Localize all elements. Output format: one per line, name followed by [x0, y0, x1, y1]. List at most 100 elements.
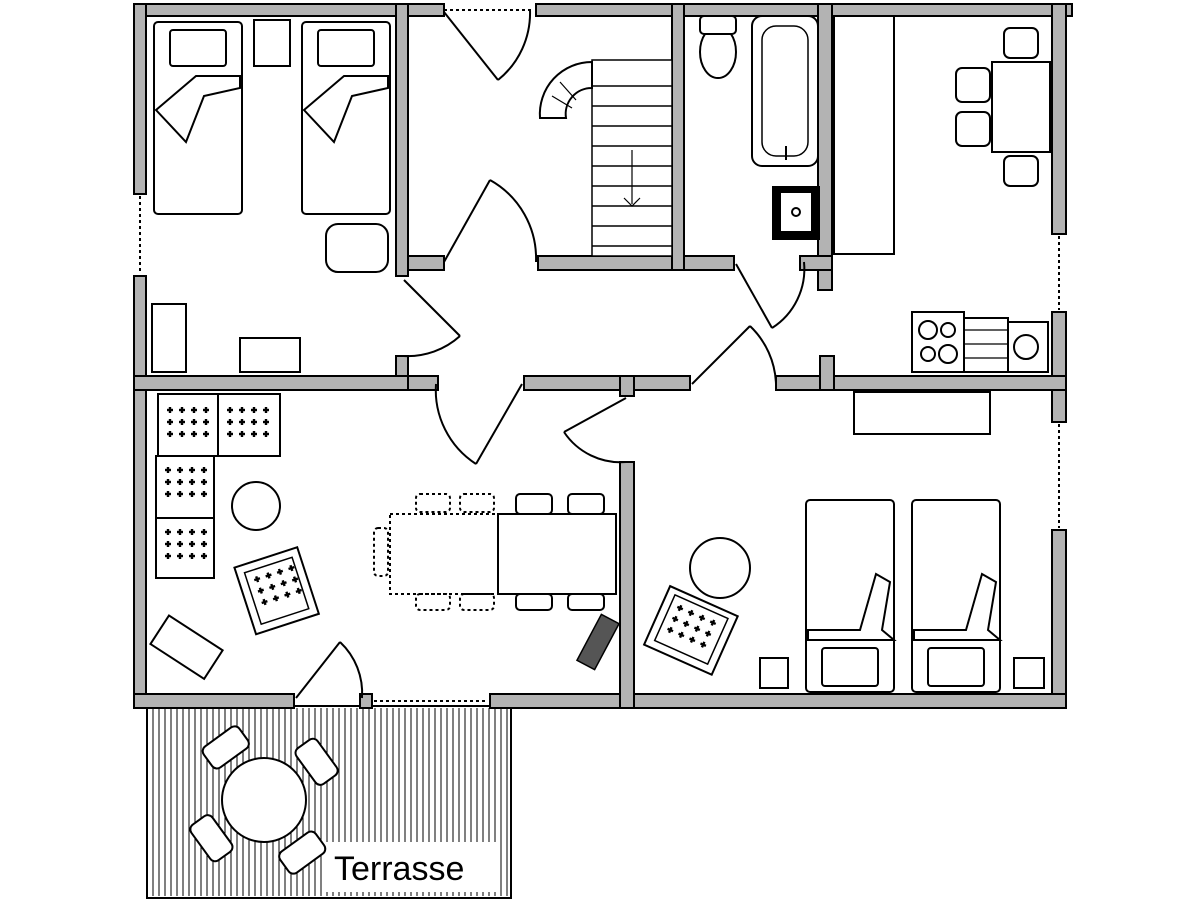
terrace-label-bg — [326, 842, 498, 892]
tv-bench — [149, 614, 225, 681]
bed-2-blanket-fold — [302, 75, 389, 144]
sofa-dot — [180, 407, 184, 413]
armchair-dot — [289, 564, 294, 572]
terrace-table — [221, 757, 307, 843]
sofa-dot — [240, 431, 244, 437]
armchair-dot — [699, 614, 705, 622]
kitchen-chair-4 — [1003, 155, 1039, 187]
bed-3-pillow — [821, 647, 879, 687]
bedroom-1 — [151, 19, 391, 373]
armchair-dot — [273, 595, 279, 602]
sofa-dot — [178, 553, 182, 559]
sofa-dot — [202, 553, 206, 559]
armchair-dot — [258, 587, 263, 594]
wall-bedroom1-right — [395, 3, 409, 277]
sofa-dot — [166, 491, 170, 497]
wall-living-top-1 — [407, 375, 439, 391]
armchair-dot — [285, 591, 290, 598]
wall-top-2 — [403, 3, 445, 17]
wall-living-top-2 — [523, 375, 691, 391]
dining-chair-ghost-4 — [459, 593, 495, 611]
sofa-cushion-4 — [155, 517, 215, 579]
cabinet-1 — [151, 303, 187, 373]
terrace-label: Terrasse — [334, 850, 464, 888]
tv-bench-body — [149, 614, 225, 681]
armchair-bedroom-2-seat — [653, 593, 729, 666]
door-top-left-arc — [497, 9, 532, 81]
sofa-dot — [264, 407, 268, 413]
bed-2-pillow — [317, 29, 375, 67]
sofa-cushion-3 — [155, 455, 215, 519]
sofa-dot — [168, 419, 172, 425]
sofa-dot — [190, 553, 194, 559]
door-terrace-leaf — [295, 641, 341, 699]
sofa-dot — [202, 529, 206, 535]
kitchen-chair-3 — [1003, 27, 1039, 59]
sofa-dot — [202, 541, 206, 547]
bed-1 — [153, 21, 243, 215]
sofa-dot — [264, 419, 268, 425]
toilet-tank — [699, 15, 737, 35]
sofa-dot — [190, 491, 194, 497]
heater-body — [575, 613, 621, 671]
armchair-dot — [705, 630, 711, 637]
bed-1-blanket-fold — [154, 75, 241, 144]
armchair-dot — [694, 625, 700, 633]
door-hall-arc — [489, 179, 538, 263]
armchair-bedroom-2 — [642, 584, 740, 677]
heater — [575, 613, 621, 671]
kitchen-counter-left — [833, 15, 895, 255]
sofa-dot — [204, 419, 208, 425]
side-table-living — [231, 481, 281, 531]
kitchen-chair-1 — [955, 67, 991, 103]
wall-top-1 — [133, 3, 405, 17]
bed-3 — [805, 499, 895, 693]
terrace-chair-3 — [189, 814, 234, 863]
nightstand-3 — [1013, 657, 1045, 689]
dining-chair-ghost-3 — [415, 593, 451, 611]
sofa-dot — [190, 541, 194, 547]
armchair-dot — [683, 620, 689, 628]
sofa-dot — [190, 479, 194, 485]
door-living-arc — [434, 383, 477, 465]
door-bedroom2-arc — [563, 431, 627, 464]
bathtub-inner — [761, 25, 809, 157]
dining-chair-2 — [567, 493, 605, 515]
stove-burner-2 — [940, 322, 956, 338]
staircase — [538, 59, 673, 257]
armchair-dot — [688, 609, 694, 617]
kitchen-chair-2 — [955, 111, 991, 147]
stove-burner-4 — [938, 344, 958, 364]
sofa-cushion-1 — [157, 393, 219, 457]
wall-bedroom2-stub — [619, 375, 635, 397]
door-bath-arc — [771, 261, 806, 329]
wall-right-3 — [1051, 529, 1067, 709]
sofa-pattern — [165, 407, 269, 559]
wall-top-3 — [535, 3, 1073, 17]
dining-table — [497, 513, 617, 595]
terrace: Terrasse — [146, 705, 512, 899]
sofa-dot — [252, 431, 256, 437]
sink-basin — [779, 191, 813, 233]
armchair-dot — [277, 568, 283, 576]
sofa-dot — [192, 431, 196, 437]
sofa-dot — [168, 431, 172, 437]
bed-1-pillow — [169, 29, 227, 67]
armchair-dot — [293, 576, 298, 583]
sofa-dot — [166, 479, 170, 485]
sofa-dot — [168, 407, 172, 413]
stairs-winder-line-2 — [551, 95, 573, 109]
wall-bath-right — [817, 3, 833, 291]
bed-4-blanket-fold — [913, 572, 1003, 641]
sofa-dot — [166, 541, 170, 547]
sofa-dot — [252, 419, 256, 425]
dining-chair-ghost-end — [373, 527, 389, 577]
dining-chair-1 — [515, 493, 553, 515]
wall-hall-top-1 — [407, 255, 445, 271]
sofa-dot — [264, 431, 268, 437]
windows — [139, 9, 1060, 702]
door-kitchen-arc — [749, 325, 777, 385]
armchair-dot — [677, 604, 683, 612]
door-kitchen-leaf — [691, 325, 751, 385]
sofa-dot — [204, 407, 208, 413]
